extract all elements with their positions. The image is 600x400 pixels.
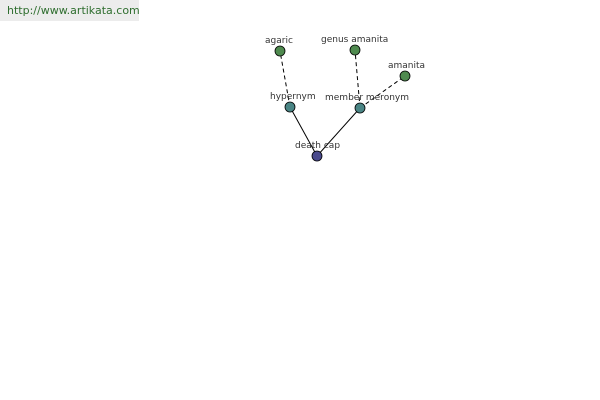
node-circle-death-cap[interactable] bbox=[311, 150, 323, 162]
node-member-meronym[interactable]: member meronym bbox=[325, 93, 409, 114]
node-genus-amanita[interactable]: genus amanita bbox=[321, 35, 388, 56]
edge-member-meronym-to-genus-amanita bbox=[354, 49, 361, 109]
source-url-link[interactable]: http://www.artikata.com bbox=[0, 0, 140, 21]
node-label-hypernym: hypernym bbox=[270, 92, 316, 102]
node-label-member-meronym: member meronym bbox=[325, 93, 409, 103]
edge-hypernym-to-agaric bbox=[279, 50, 291, 108]
edge-member-meronym-to-amanita bbox=[359, 75, 406, 109]
node-circle-agaric[interactable] bbox=[274, 45, 286, 57]
node-label-amanita: amanita bbox=[388, 61, 425, 71]
edge-death-cap-to-member-meronym bbox=[316, 107, 361, 157]
node-label-genus-amanita: genus amanita bbox=[321, 35, 388, 45]
node-circle-genus-amanita[interactable] bbox=[349, 44, 361, 56]
node-circle-hypernym[interactable] bbox=[284, 101, 296, 113]
node-agaric[interactable]: agaric bbox=[265, 36, 293, 57]
node-amanita[interactable]: amanita bbox=[388, 61, 425, 82]
edge-death-cap-to-hypernym bbox=[289, 106, 318, 157]
nodes-layer: death cap hypernym member meronym agaric gen… bbox=[265, 35, 425, 162]
node-death-cap[interactable]: death cap bbox=[295, 141, 340, 162]
node-label-death-cap: death cap bbox=[295, 141, 340, 151]
node-circle-amanita[interactable] bbox=[399, 70, 411, 82]
node-label-agaric: agaric bbox=[265, 36, 293, 46]
node-hypernym[interactable]: hypernym bbox=[270, 92, 316, 113]
edges-layer bbox=[279, 49, 406, 157]
node-circle-member-meronym[interactable] bbox=[354, 102, 366, 114]
